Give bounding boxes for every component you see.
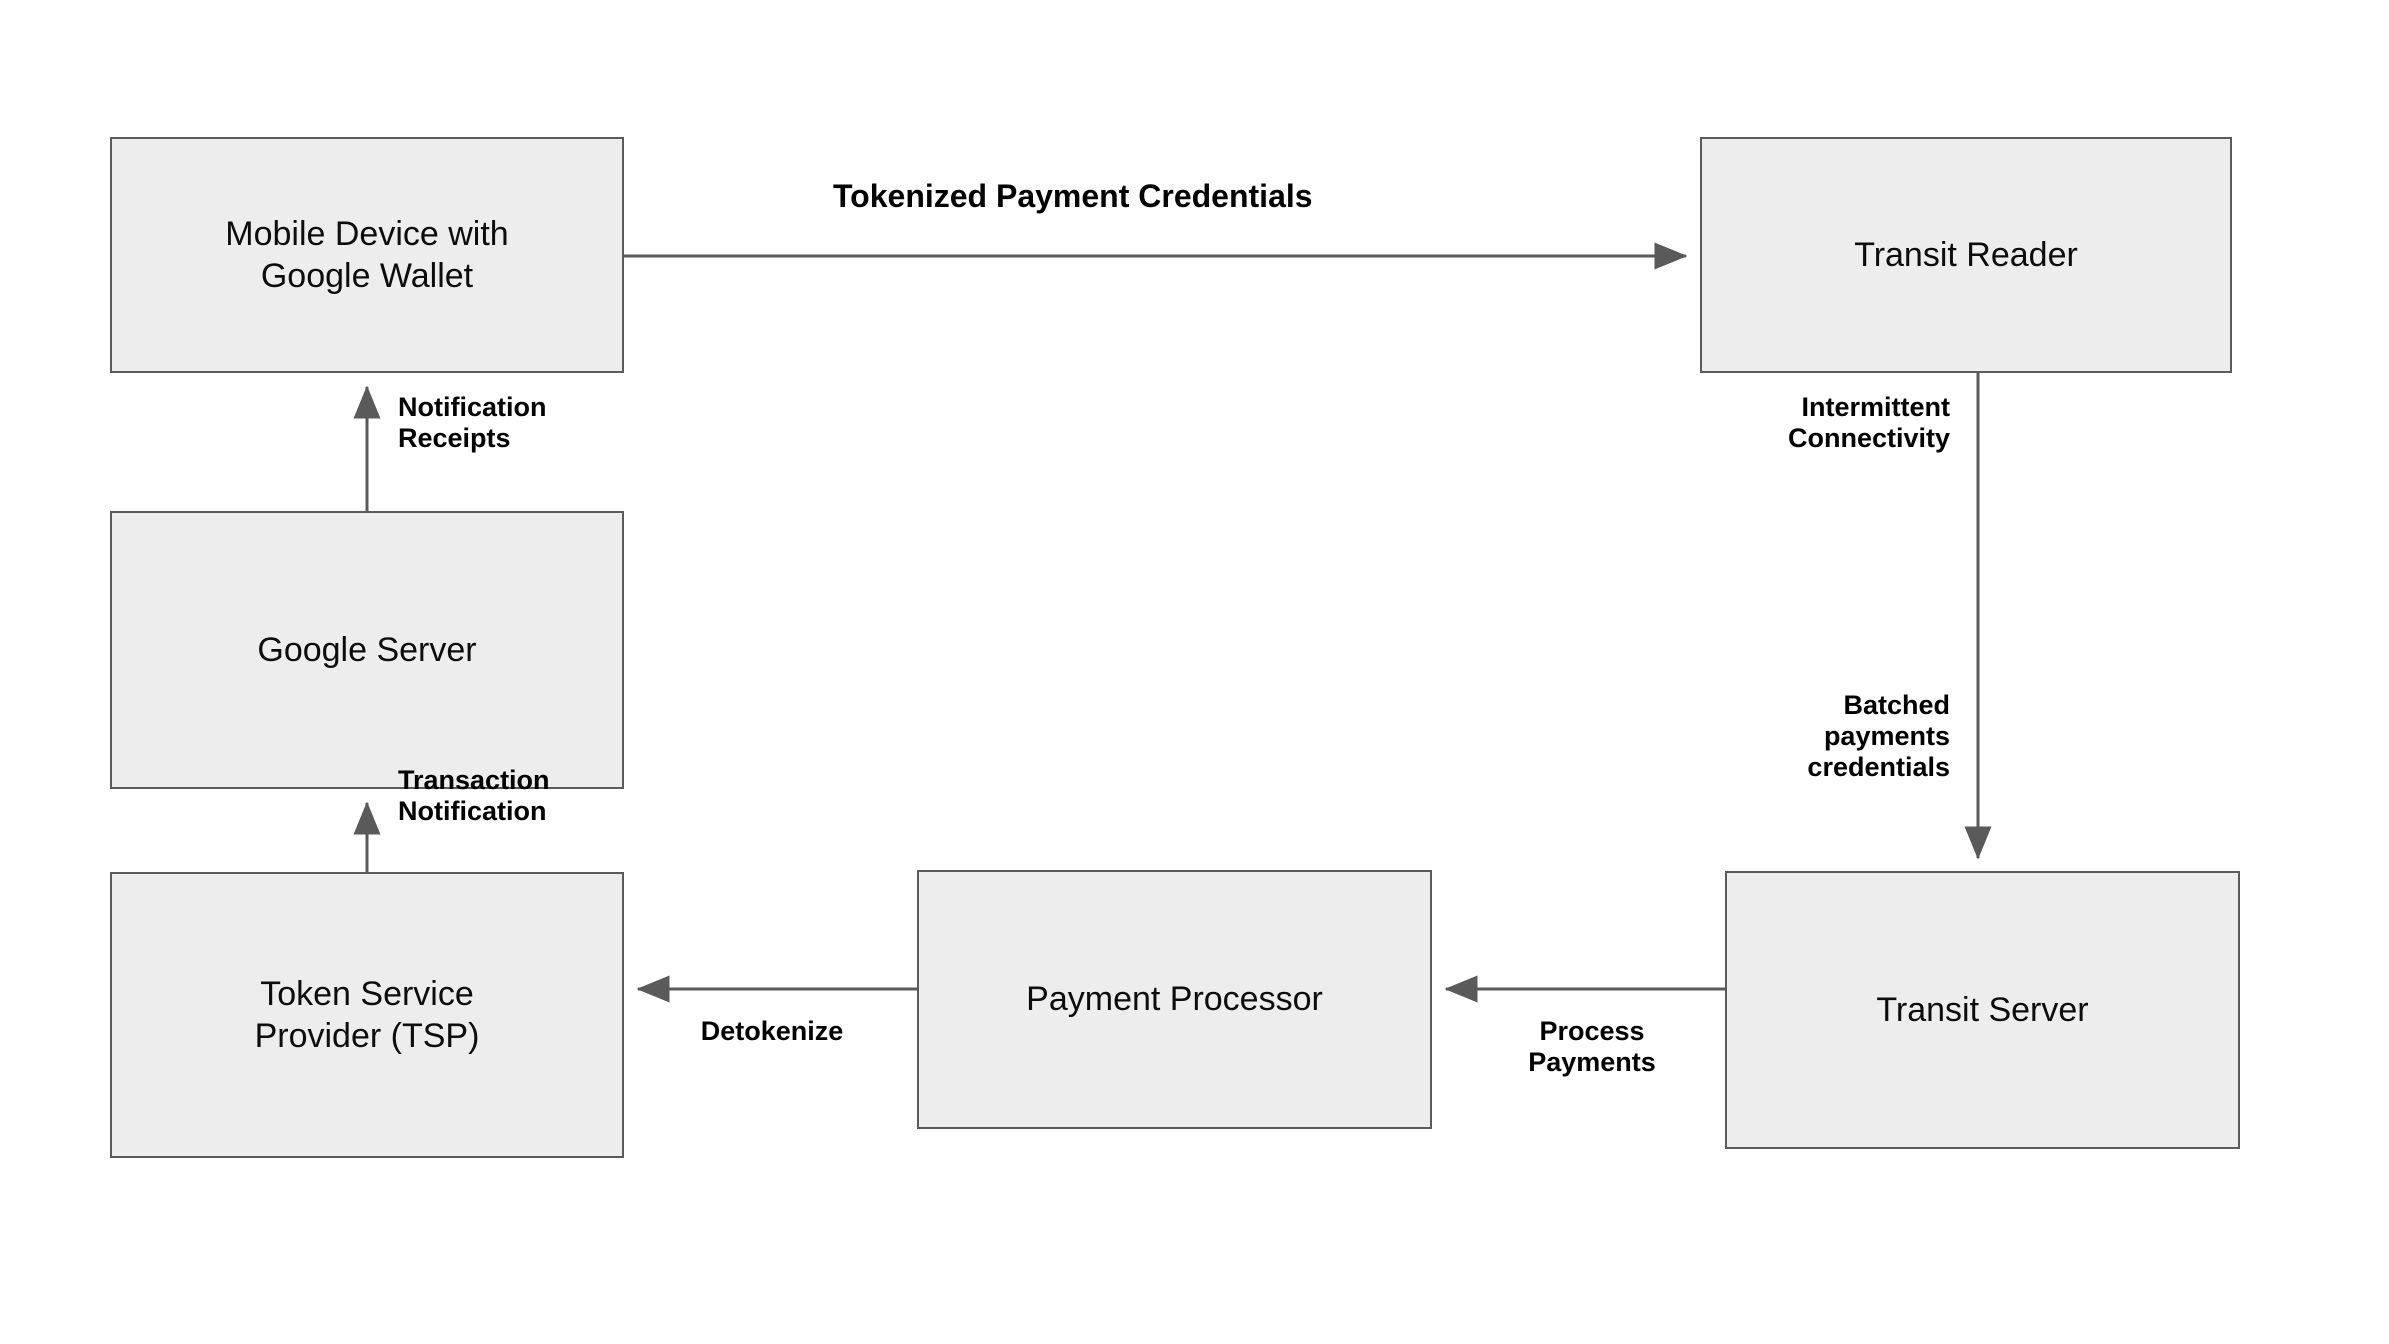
- edge-label-tokenized-payment-credentials: Tokenized Payment Credentials: [833, 178, 1313, 214]
- edge-label-detokenize: Detokenize: [700, 1016, 844, 1046]
- node-transit-server-label: Transit Server: [1876, 990, 2089, 1029]
- node-google-server[interactable]: Google Server: [110, 511, 624, 789]
- edge-label-intermittent-connectivity: Intermittent Connectivity: [1787, 392, 1950, 454]
- node-mobile-device[interactable]: Mobile Device with Google Wallet: [110, 137, 624, 373]
- node-mobile-device-label: Mobile Device with Google Wallet: [225, 214, 509, 296]
- node-transit-server[interactable]: Transit Server: [1725, 871, 2240, 1149]
- edge-label-transaction-notification: Transaction Notification: [398, 765, 550, 827]
- node-google-server-label: Google Server: [257, 630, 477, 669]
- node-token-service-provider-label: Token Service Provider (TSP): [254, 974, 480, 1056]
- node-transit-reader[interactable]: Transit Reader: [1700, 137, 2232, 373]
- node-payment-processor-label: Payment Processor: [1026, 980, 1323, 1019]
- edge-label-notification-receipts: Notification Receipts: [398, 392, 547, 454]
- edge-label-batched-payments-credentials: Batched payments credentials: [1807, 690, 1950, 783]
- node-payment-processor[interactable]: Payment Processor: [917, 870, 1432, 1129]
- node-token-service-provider[interactable]: Token Service Provider (TSP): [110, 872, 624, 1158]
- node-transit-reader-label: Transit Reader: [1854, 235, 2078, 274]
- edge-label-process-payments: Process Payments: [1528, 1016, 1656, 1078]
